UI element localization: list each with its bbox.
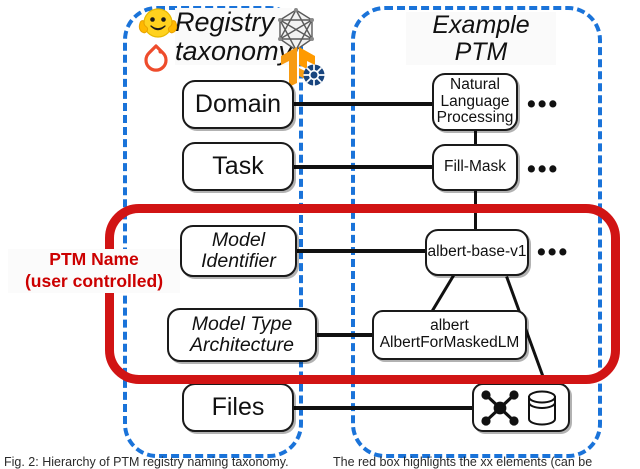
node-model-identifier[interactable]: Model Identifier (180, 225, 297, 277)
huggingface-icon (137, 6, 179, 44)
node-files[interactable]: Files (182, 383, 294, 432)
ellipsis-model-more: ••• (537, 238, 570, 266)
files-artifact-icons (481, 389, 556, 426)
node-task[interactable]: Task (182, 142, 294, 191)
keras-wheel-icon (302, 63, 326, 87)
caption-left: Fig. 2: Hierarchy of PTM registry naming… (4, 455, 289, 469)
figure-caption: Fig. 2: Hierarchy of PTM registry naming… (0, 455, 640, 469)
connector-domain (292, 102, 434, 106)
ptm-name-highlight-box (105, 204, 620, 384)
connector-nlp-fillmask (474, 130, 477, 146)
registry-taxonomy-title: Registry taxonomy (175, 7, 293, 66)
ptm-name-label: PTM Name (user controlled) (8, 249, 180, 293)
node-albert-base-v1[interactable]: albert-base-v1 (425, 229, 529, 276)
node-natural-language-processing[interactable]: Natural Language Processing (432, 73, 518, 131)
connector-task (292, 165, 434, 169)
node-domain[interactable]: Domain (182, 80, 294, 129)
pytorch-icon (139, 42, 173, 76)
connector-model-id (295, 249, 427, 253)
node-albert-architecture[interactable]: albert AlbertForMaskedLM (372, 310, 527, 360)
node-files-artifacts[interactable] (472, 383, 570, 432)
caption-right: The red box highlights the xx elements (… (333, 455, 593, 469)
example-ptm-title: Example PTM (406, 12, 556, 65)
node-model-type-architecture[interactable]: Model Type Architecture (167, 308, 317, 362)
connector-files (292, 406, 474, 410)
node-fill-mask[interactable]: Fill-Mask (432, 144, 518, 191)
ellipsis-domain-more: ••• (527, 90, 560, 118)
ellipsis-task-more: ••• (527, 155, 560, 183)
connector-model-type (315, 333, 374, 337)
